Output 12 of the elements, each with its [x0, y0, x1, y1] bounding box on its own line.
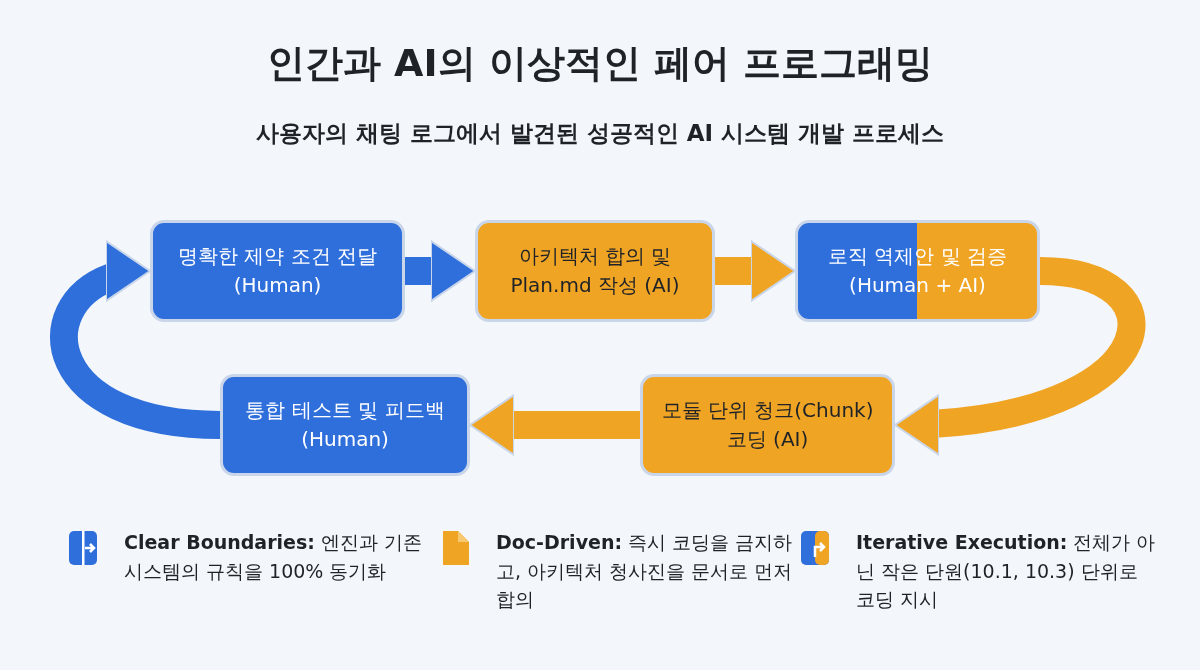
subtitle: 사용자의 채팅 로그에서 발견된 성공적인 AI 시스템 개발 프로세스 — [254, 119, 946, 148]
process-box: 통합 테스트 및 피드백 (Human) — [220, 374, 470, 476]
feature-note: Iterative Execution: 전체가 아닌 작은 단원(10.1, 10.3) 단위로 코딩 지시 — [856, 530, 1156, 612]
arrow — [469, 394, 640, 456]
feature-note: Clear Boundaries: 엔진과 기존 시스템의 규칙을 100% 동기화 — [124, 530, 423, 584]
feature-note: Doc-Driven: 즉시 코딩을 금지하고, 아키텍처 청사진을 문서로 먼저 합의 — [496, 530, 794, 612]
process-box: 명확한 제약 조건 전달 (Human) — [150, 220, 405, 322]
process-box: 모듈 단위 청크(Chunk) 코딩 (AI) — [640, 374, 895, 476]
title: 인간과 AI의 이상적인 페어 프로그래밍 — [265, 40, 935, 87]
arrow — [405, 240, 476, 302]
process-box: 아키텍처 합의 및 Plan.md 작성 (AI) — [475, 220, 715, 322]
arrow — [715, 240, 796, 302]
